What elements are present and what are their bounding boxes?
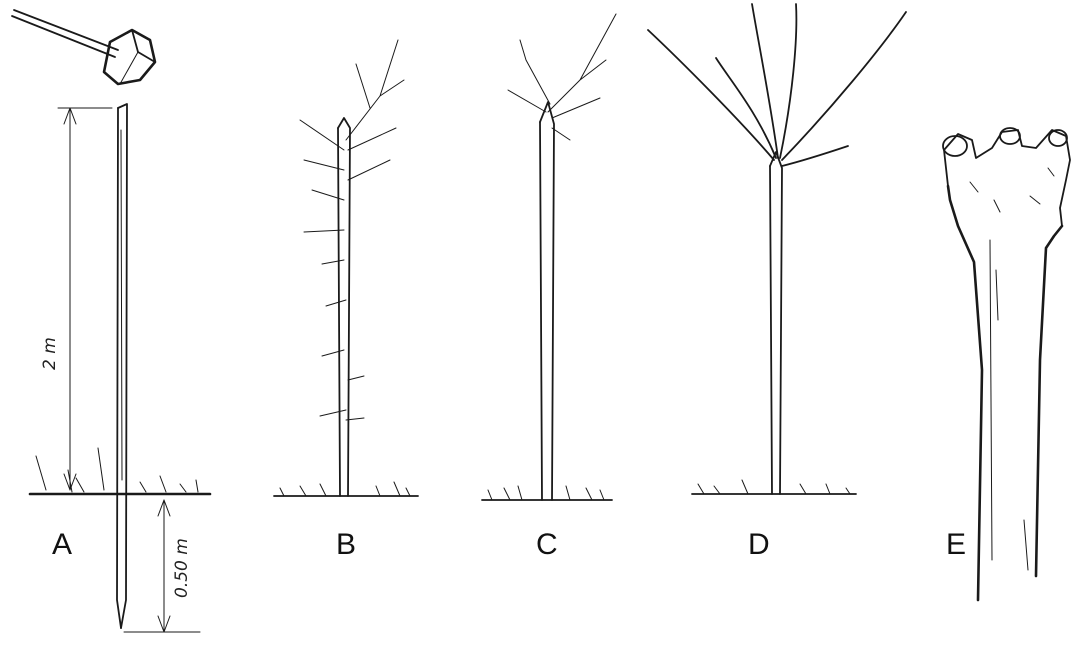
panel-label-c: C xyxy=(536,530,558,560)
panel-label-b: B xyxy=(336,530,356,560)
mallet-icon xyxy=(12,10,155,84)
panel-label-a: A xyxy=(52,530,72,560)
panel-c-illustration xyxy=(482,14,616,500)
dimension-label-2m: 2 m xyxy=(40,310,60,370)
ground-line-a xyxy=(30,448,210,494)
dimension-above-ground xyxy=(58,108,112,490)
panel-label-d: D xyxy=(748,530,770,560)
dimension-label-050m: 0.50 m xyxy=(172,534,192,598)
stake xyxy=(117,104,127,628)
panel-b-illustration xyxy=(274,40,418,496)
panel-label-e: E xyxy=(946,530,966,560)
panel-d-illustration xyxy=(648,4,906,494)
